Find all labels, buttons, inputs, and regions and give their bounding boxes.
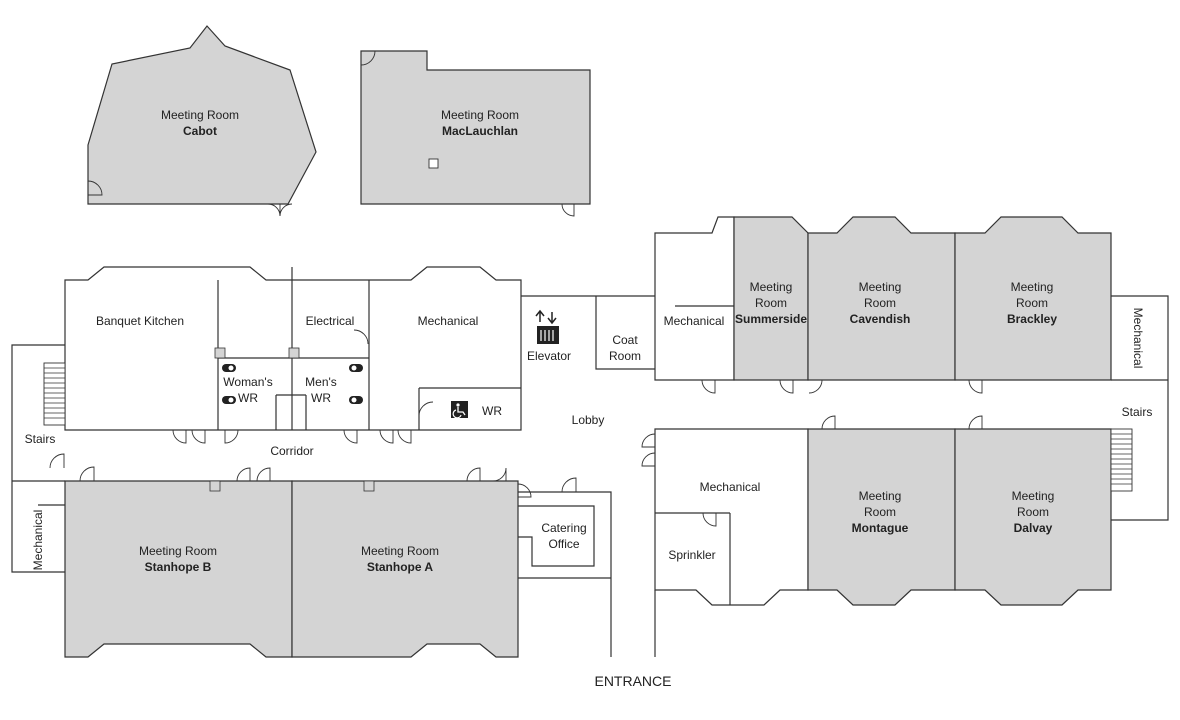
room-cavendish-name: Cavendish bbox=[850, 312, 911, 326]
label-electrical: Electrical bbox=[306, 314, 355, 328]
door-icon bbox=[353, 329, 369, 345]
room-dalvay-line2: Room bbox=[1017, 505, 1049, 519]
room-cavendish-line1: Meeting bbox=[859, 280, 902, 294]
room-cabot-type: Meeting Room bbox=[161, 108, 239, 122]
toilet-icon bbox=[222, 364, 236, 372]
label-coat-2: Room bbox=[609, 349, 641, 363]
door-icon bbox=[561, 203, 575, 217]
door-icon bbox=[343, 429, 358, 444]
room-summerside-line1: Meeting bbox=[750, 280, 793, 294]
door-icon bbox=[224, 429, 239, 444]
label-corridor: Corridor bbox=[270, 444, 313, 458]
room-maclauchlan[interactable]: Meeting Room MacLauchlan bbox=[360, 50, 591, 217]
label-entrance: ENTRANCE bbox=[594, 673, 671, 689]
room-brackley-line2: Room bbox=[1016, 296, 1048, 310]
room-stanhope-a[interactable]: Meeting Room Stanhope A bbox=[256, 467, 532, 658]
label-sprinkler: Sprinkler bbox=[668, 548, 715, 562]
stairs-east bbox=[1110, 428, 1133, 492]
room-stanhope-a-name: Stanhope A bbox=[367, 560, 434, 574]
label-banquet-kitchen: Banquet Kitchen bbox=[96, 314, 184, 328]
label-coat-1: Coat bbox=[612, 333, 638, 347]
door-icon bbox=[821, 415, 836, 430]
door-icon bbox=[236, 467, 251, 482]
label-catering-2: Office bbox=[548, 537, 579, 551]
room-summerside[interactable]: Meeting Room Summerside bbox=[701, 216, 809, 394]
label-womens-wr-1: Woman's bbox=[223, 375, 272, 389]
room-brackley-name: Brackley bbox=[1007, 312, 1057, 326]
door-icon bbox=[360, 50, 376, 66]
door-icon bbox=[418, 401, 434, 417]
door-icon bbox=[79, 466, 95, 482]
door-icon bbox=[397, 429, 412, 444]
door-icon bbox=[968, 379, 983, 394]
label-lobby: Lobby bbox=[572, 413, 605, 427]
door-icon bbox=[466, 467, 481, 482]
door-icon bbox=[191, 429, 206, 444]
toilet-icon bbox=[349, 364, 363, 372]
door-icon bbox=[561, 477, 577, 493]
room-brackley[interactable]: Meeting Room Brackley bbox=[954, 216, 1112, 394]
door-icon bbox=[267, 203, 281, 217]
room-brackley-line1: Meeting bbox=[1011, 280, 1054, 294]
label-mechanical-right-vertical: Mechanical bbox=[1131, 308, 1145, 369]
door-icon bbox=[49, 453, 65, 469]
wheelchair-icon bbox=[451, 401, 468, 419]
toilet-icon bbox=[222, 396, 236, 404]
door-icon bbox=[379, 429, 394, 444]
door-icon bbox=[517, 483, 532, 498]
stairs-west bbox=[11, 344, 80, 573]
label-mechanical: Mechanical bbox=[418, 314, 479, 328]
room-stanhope-b-name: Stanhope B bbox=[145, 560, 212, 574]
label-mechanical-lower: Mechanical bbox=[700, 480, 761, 494]
door-icon bbox=[87, 180, 103, 196]
room-cavendish-line2: Room bbox=[864, 296, 896, 310]
door-icon bbox=[172, 429, 187, 444]
room-montague-line1: Meeting bbox=[859, 489, 902, 503]
label-accessible-wr: WR bbox=[482, 404, 502, 418]
room-cabot-name: Cabot bbox=[183, 124, 217, 138]
door-icon bbox=[701, 379, 716, 394]
elevator-icon bbox=[535, 309, 559, 344]
room-maclauchlan-name: MacLauchlan bbox=[442, 124, 518, 138]
label-mechanical-left: Mechanical bbox=[31, 510, 45, 571]
label-stairs-left: Stairs bbox=[25, 432, 56, 446]
door-icon bbox=[492, 467, 507, 482]
room-stanhope-b[interactable]: Meeting Room Stanhope B bbox=[64, 466, 293, 658]
catering-office bbox=[518, 477, 612, 657]
label-mens-wr-2: WR bbox=[311, 391, 331, 405]
service-block-east-south bbox=[641, 428, 809, 606]
room-stanhope-a-type: Meeting Room bbox=[361, 544, 439, 558]
room-maclauchlan-type: Meeting Room bbox=[441, 108, 519, 122]
elevator-coat-block bbox=[521, 295, 655, 370]
label-womens-wr-2: WR bbox=[238, 391, 258, 405]
room-cabot[interactable]: Meeting Room Cabot bbox=[87, 25, 317, 217]
door-icon bbox=[808, 379, 823, 394]
door-icon bbox=[256, 467, 271, 482]
door-icon bbox=[702, 512, 717, 527]
label-catering-1: Catering bbox=[541, 521, 586, 535]
room-montague[interactable]: Meeting Room Montague bbox=[807, 415, 956, 606]
service-block-west bbox=[64, 266, 522, 431]
label-mens-wr-1: Men's bbox=[305, 375, 337, 389]
door-icon bbox=[641, 452, 656, 467]
door-icon bbox=[779, 379, 794, 394]
door-icon bbox=[968, 415, 983, 430]
room-montague-name: Montague bbox=[852, 521, 909, 535]
room-cavendish[interactable]: Meeting Room Cavendish bbox=[807, 216, 956, 394]
door-icon bbox=[641, 433, 656, 448]
toilet-icon bbox=[349, 396, 363, 404]
room-dalvay[interactable]: Meeting Room Dalvay bbox=[954, 415, 1112, 606]
room-montague-line2: Room bbox=[864, 505, 896, 519]
door-icon bbox=[279, 203, 293, 217]
label-elevator: Elevator bbox=[527, 349, 571, 363]
label-stairs-right: Stairs bbox=[1122, 405, 1153, 419]
room-stanhope-b-type: Meeting Room bbox=[139, 544, 217, 558]
room-summerside-line2: Room bbox=[755, 296, 787, 310]
column-icon bbox=[428, 158, 439, 169]
room-dalvay-line1: Meeting bbox=[1012, 489, 1055, 503]
room-summerside-name: Summerside bbox=[735, 312, 807, 326]
label-mechanical-east: Mechanical bbox=[664, 314, 725, 328]
room-dalvay-name: Dalvay bbox=[1014, 521, 1053, 535]
